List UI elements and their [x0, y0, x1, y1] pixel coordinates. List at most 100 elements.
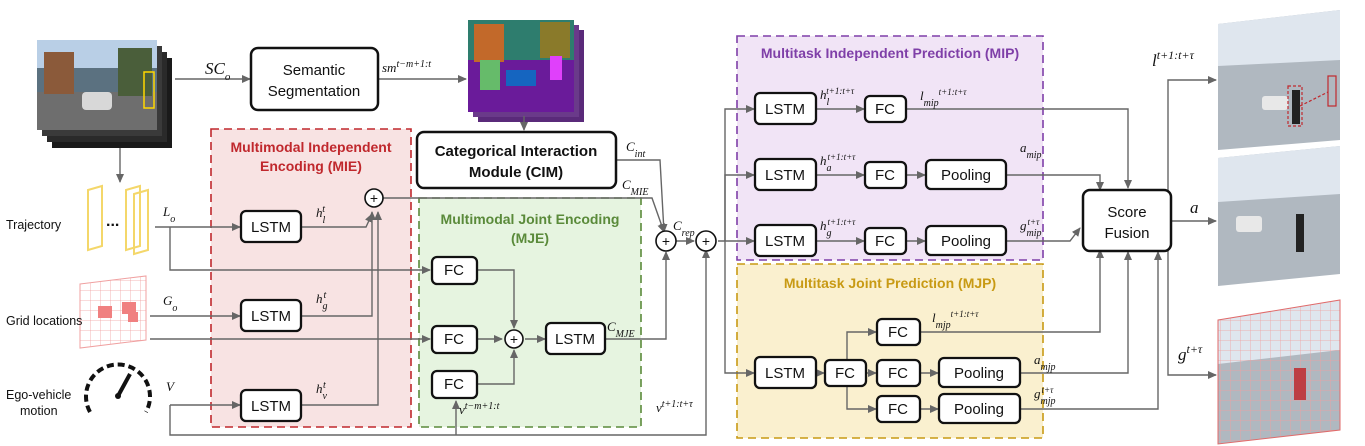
label-g-mjp: gmjpt+τ: [1034, 385, 1056, 407]
pooling-mip-grid-label: Pooling: [941, 233, 991, 250]
label-g-mip: gmipt+τ: [1020, 217, 1042, 239]
semseg-label-2: Segmentation: [268, 83, 361, 100]
mip-module: [736, 35, 1044, 261]
cim-label-1: Categorical Interaction: [435, 143, 598, 160]
trajectory-dots: ...: [106, 213, 119, 230]
lstm-ego-block: [239, 388, 303, 423]
mje-sum-node: [504, 329, 524, 349]
fc-mip-traj-label: FC: [875, 101, 895, 118]
label-sc-o: SCo: [205, 59, 231, 83]
lstm-trajectory-label: LSTM: [251, 219, 291, 236]
output-action-image: [1218, 146, 1340, 286]
lstm-mip-action-label: LSTM: [765, 167, 805, 184]
crep-sum-sign: +: [662, 233, 670, 249]
label-l-o: Lo: [162, 204, 175, 225]
label-l-mip: lmipt+1:t+τ: [920, 87, 967, 109]
fc-mjp-action-label: FC: [888, 365, 908, 382]
mie-title-2: Encoding (MIE): [260, 158, 362, 174]
fc-mjp-shared-label: FC: [835, 365, 855, 382]
segmentation-map-image: [468, 20, 584, 122]
ego-vehicle-label-1: Ego-vehicle: [6, 388, 71, 402]
lstm-ego-label: LSTM: [251, 398, 291, 415]
semseg-label-1: Semantic: [283, 62, 346, 79]
fc-mjp-shared-block: [823, 358, 868, 388]
lstm-mje-block: [544, 321, 607, 356]
score-fusion-block: [1081, 188, 1173, 253]
mie-title-1: Multimodal Independent: [231, 139, 392, 155]
label-c-rep: Crep: [673, 218, 695, 239]
label-g-o: Go: [163, 293, 177, 314]
fc-mjp-action-block: [875, 358, 922, 388]
lstm-mip-traj-label: LSTM: [765, 101, 805, 118]
lstm-mjp-block: [753, 355, 818, 390]
fc-mjp-grid-block: [875, 394, 922, 424]
label-a-mip: amip: [1020, 140, 1042, 161]
lstm-trajectory-block: [239, 209, 303, 244]
ego-sum-sign: +: [702, 233, 710, 249]
label-h-l-future: hlt+1:t+τ: [820, 86, 855, 108]
fc-mip-action-label: FC: [875, 167, 895, 184]
cim-block: [415, 130, 618, 190]
label-sm: smt−m+1:t: [382, 59, 431, 76]
ego-sum-node: [695, 230, 717, 252]
crep-sum-node: [655, 230, 677, 252]
grid-locations-label: Grid locations: [6, 314, 82, 328]
input-frames-image: [37, 40, 172, 148]
mje-title-2: (MJE): [511, 230, 549, 246]
lstm-mip-traj-block: [753, 91, 818, 126]
trajectory-bbox-icon: [87, 184, 149, 256]
fc-mje-1-label: FC: [444, 262, 464, 279]
pooling-mip-grid-block: [924, 224, 1008, 257]
label-a-mjp: amjp: [1034, 352, 1056, 373]
lstm-grid-block: [239, 298, 303, 333]
ego-vehicle-label-2: motion: [20, 404, 58, 418]
fc-mje-1-block: [430, 255, 479, 286]
label-l-mjp: lmjpt+1:t+τ: [932, 309, 979, 331]
fc-mje-2-block: [430, 324, 479, 355]
speedometer-icon: [84, 362, 152, 413]
label-v-future: vt+1:t+τ: [656, 399, 693, 416]
label-out-g: gt+τ: [1178, 342, 1203, 364]
label-c-int: Cint: [626, 139, 645, 160]
fc-mje-3-block: [430, 369, 479, 400]
label-out-a: a: [1190, 198, 1199, 217]
pooling-mjp-grid-label: Pooling: [954, 401, 1004, 418]
mip-title: Multitask Independent Prediction (MIP): [761, 45, 1019, 61]
label-v-past: vt−m+1:t: [459, 401, 500, 418]
grid-locations-icon: [79, 275, 147, 349]
label-c-mie: CMIE: [622, 177, 648, 198]
label-out-l: lt+1:t+τ: [1152, 48, 1195, 70]
label-h-g: hgt: [316, 290, 328, 312]
mie-sum-node: [364, 188, 384, 208]
output-grid-image: [1217, 299, 1341, 445]
fc-mje-3-label: FC: [444, 376, 464, 393]
score-fusion-label-2: Fusion: [1104, 225, 1149, 242]
pooling-mip-action-block: [924, 158, 1008, 191]
lstm-mip-grid-label: LSTM: [765, 233, 805, 250]
fc-mip-traj-block: [863, 94, 908, 124]
label-h-a-future: hat+1:t+τ: [820, 152, 856, 174]
label-h-l: hlt: [316, 204, 326, 226]
mjp-title: Multitask Joint Prediction (MJP): [784, 275, 996, 291]
score-fusion-label-1: Score: [1107, 204, 1146, 221]
fc-mip-grid-label: FC: [875, 233, 895, 250]
cim-label-2: Module (CIM): [469, 164, 563, 181]
fc-mjp-traj-label: FC: [888, 324, 908, 341]
label-h-v: hvt: [316, 380, 328, 402]
pooling-mip-action-label: Pooling: [941, 167, 991, 184]
output-trajectory-image: [1218, 10, 1340, 150]
fc-mip-action-block: [863, 160, 908, 190]
pooling-mjp-action-block: [937, 356, 1022, 389]
pooling-mjp-grid-block: [937, 392, 1022, 425]
mie-sum-sign: +: [370, 190, 378, 206]
lstm-mjp-label: LSTM: [765, 365, 805, 382]
fc-mje-2-label: FC: [444, 331, 464, 348]
lstm-mip-action-block: [753, 157, 818, 192]
mje-sum-sign: +: [510, 331, 518, 347]
label-c-mje: CMJE: [607, 319, 635, 340]
lstm-mje-label: LSTM: [555, 331, 595, 348]
fc-mjp-grid-label: FC: [888, 401, 908, 418]
mje-title-1: Multimodal Joint Encoding: [441, 211, 620, 227]
trajectory-label: Trajectory: [6, 218, 62, 232]
